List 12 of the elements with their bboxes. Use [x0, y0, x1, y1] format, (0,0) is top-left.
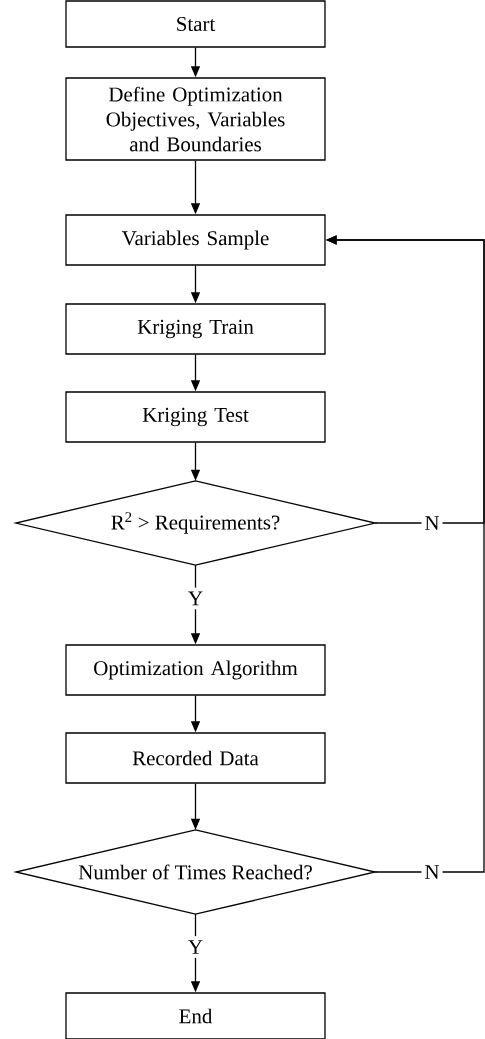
process-box: Kriging Train — [65, 303, 326, 355]
process-box: Kriging Test — [65, 391, 326, 443]
process-box: Variables Sample — [65, 214, 326, 266]
edge-label: N — [421, 513, 443, 533]
process-box: Optimization Algorithm — [65, 644, 326, 696]
process-box: End — [65, 992, 326, 1039]
edge-label: N — [421, 862, 443, 882]
edge-label: Y — [183, 587, 208, 610]
process-box: Recorded Data — [65, 732, 326, 784]
process-box: Start — [65, 0, 326, 48]
edge-label: Y — [183, 936, 208, 958]
process-box: Define Optimization Objectives, Variables and Boundaries — [65, 77, 326, 161]
